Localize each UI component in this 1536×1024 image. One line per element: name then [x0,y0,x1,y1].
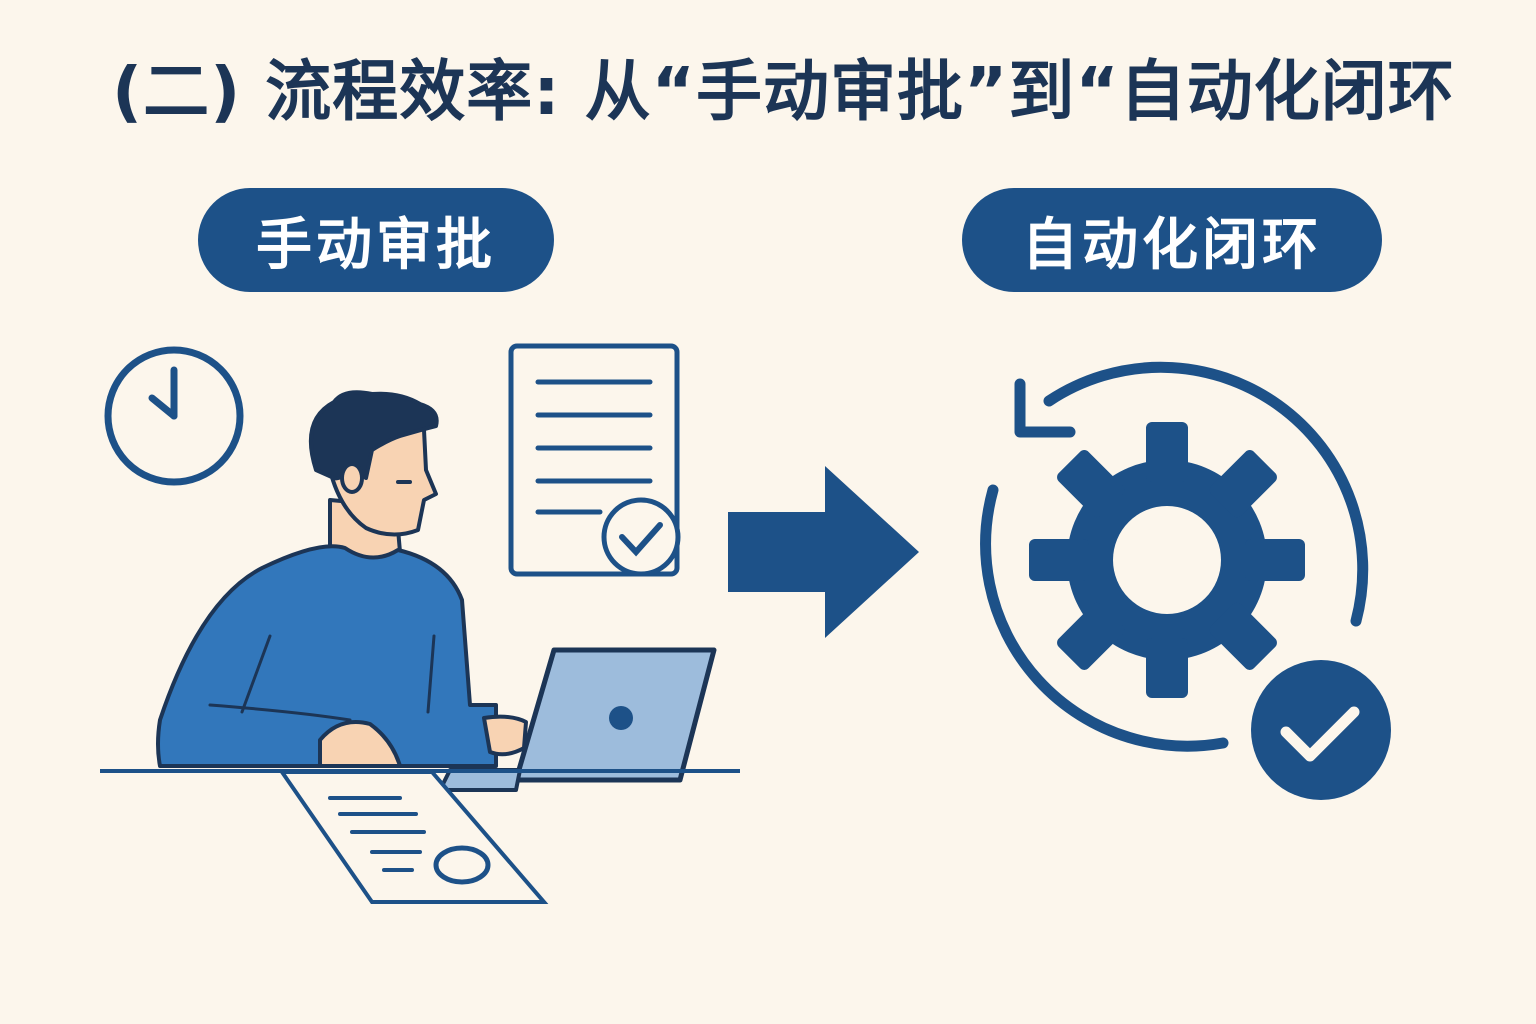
clock-icon [104,346,244,486]
check-circle-icon [1251,660,1391,800]
paper-document-icon [278,770,549,904]
cycle-arrow-icon [980,361,1369,752]
gear-icon [1029,422,1305,698]
automation-loop-label: 自动化闭环 [962,188,1382,292]
arrow-right-icon [728,466,919,638]
page-title: (二) 流程效率: 从“手动审批”到“自动化闭环 [112,53,1455,130]
document-check-icon [508,343,681,577]
laptop-icon [438,647,717,792]
person-illustration [156,390,528,768]
manual-approval-label: 手动审批 [198,188,554,292]
